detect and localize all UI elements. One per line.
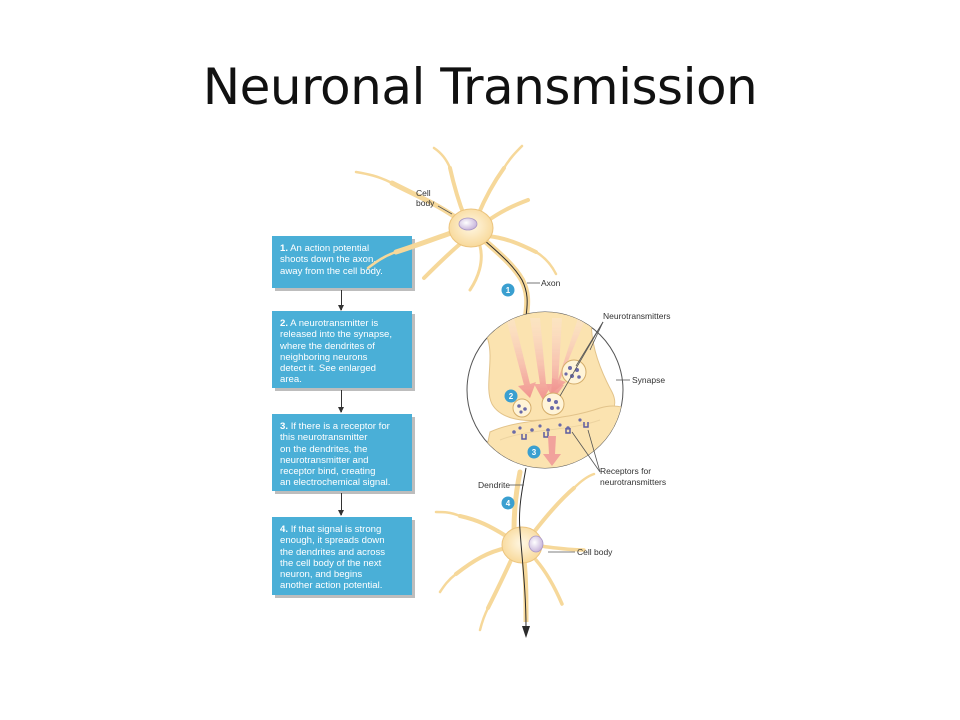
label-receptors: Receptors for [600, 466, 651, 476]
step-box-2: 2. A neurotransmitter is released into t… [272, 311, 412, 388]
marker-4: 4 [501, 496, 515, 510]
step-box-4: 4. If that signal is strong enough, it s… [272, 517, 412, 595]
marker-3-text: 3 [532, 448, 537, 457]
marker-3: 3 [527, 445, 541, 459]
vesicle [512, 398, 532, 418]
leader-lines [437, 205, 630, 553]
step-text: An action potential shoots down the axon… [280, 243, 383, 277]
flow-arrow [338, 493, 344, 516]
step-number: 1. [280, 243, 289, 254]
postsynaptic-neuron [434, 467, 596, 638]
step-number: 4. [280, 524, 289, 535]
vesicle [541, 392, 565, 416]
label-cell-body-top: Cell [416, 188, 431, 198]
label-receptors-2: neurotransmitters [600, 477, 666, 487]
marker-4-text: 4 [506, 499, 511, 508]
label-cell-body-bottom: Cell body [577, 547, 613, 557]
flow-arrow [338, 290, 344, 311]
marker-2: 2 [504, 389, 518, 403]
receptors [521, 422, 589, 440]
flow-arrow [338, 390, 344, 413]
step-text: If that signal is strong enough, it spre… [280, 524, 386, 592]
label-dendrite: Dendrite [478, 480, 510, 490]
slide-title: Neuronal Transmission [202, 58, 758, 116]
step-text: A neurotransmitter is released into the … [280, 318, 393, 386]
label-synapse: Synapse [632, 375, 665, 385]
presynaptic-neuron [354, 144, 558, 319]
step-number: 2. [280, 318, 289, 329]
label-cell-body-top-2: body [416, 198, 435, 208]
marker-2-text: 2 [509, 392, 514, 401]
label-axon: Axon [541, 278, 561, 288]
step-box-1: 1. An action potential shoots down the a… [272, 236, 412, 288]
step-box-3: 3. If there is a receptor for this neuro… [272, 414, 412, 491]
step-text: If there is a receptor for this neurotra… [280, 421, 391, 489]
label-neurotransmitters: Neurotransmitters [603, 311, 671, 321]
marker-1: 1 [501, 283, 515, 297]
step-number: 3. [280, 421, 289, 432]
synapse-enlargement [466, 311, 624, 469]
marker-1-text: 1 [506, 286, 511, 295]
